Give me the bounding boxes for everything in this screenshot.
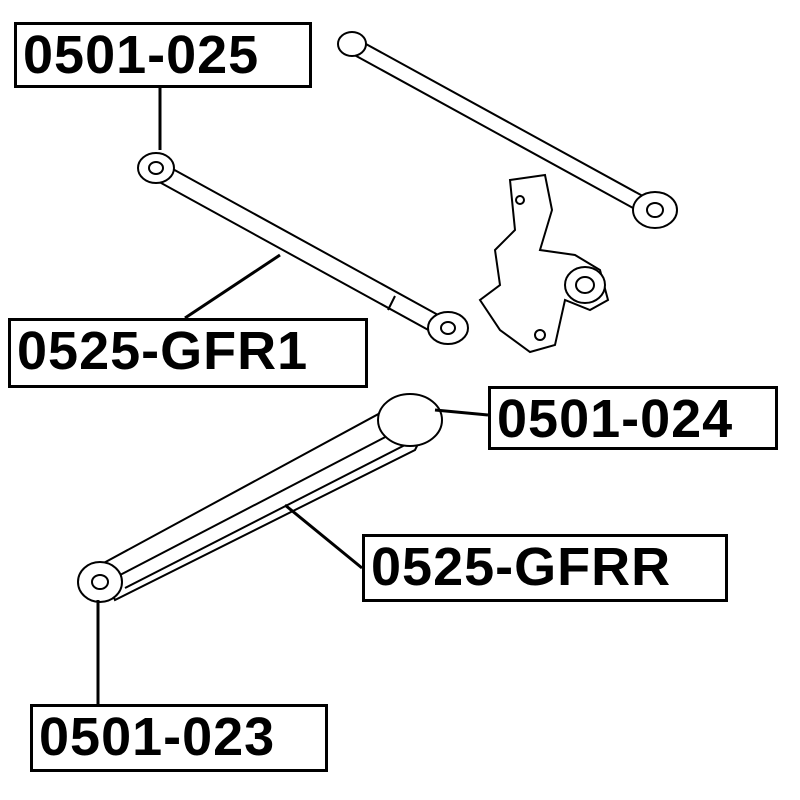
- part-label-0525-gfr1: 0525-GFR1: [8, 318, 368, 388]
- rear-lateral-arm: [77, 393, 443, 603]
- front-lateral-arm: [137, 152, 469, 345]
- part-label-0501-024: 0501-024: [488, 386, 778, 450]
- part-label-0501-023: 0501-023: [30, 704, 328, 772]
- part-label-0525-gfrr: 0525-GFRR: [362, 534, 728, 602]
- leader-lines: [96, 88, 489, 704]
- steering-knuckle: [478, 173, 610, 354]
- upper-rear-arm: [337, 31, 678, 229]
- part-label-0501-025: 0501-025: [14, 22, 312, 88]
